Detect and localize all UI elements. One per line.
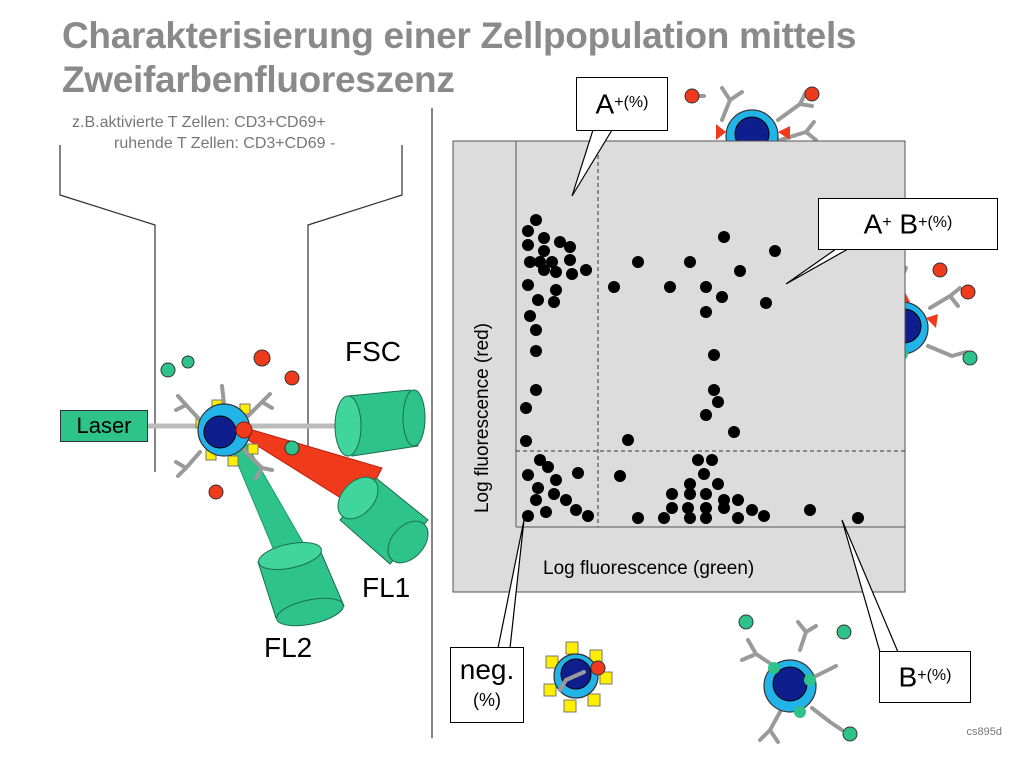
flow-channel	[59, 145, 403, 472]
callout-b-positive-main: B	[898, 661, 918, 693]
callout-b-positive: B+(%)	[879, 651, 971, 703]
callout-a-positive: A+(%)	[576, 77, 668, 131]
subtitle-line-1: z.B.aktivierte T Zellen: CD3+CD69+	[72, 114, 326, 131]
callout-negative-sub: (%)	[473, 690, 501, 710]
callout-a-positive-main: A	[595, 88, 615, 120]
cell-negative	[543, 641, 613, 713]
y-axis-label: Log fluorescence (red)	[472, 322, 493, 514]
callout-ab-positive: A+ B+(%)	[818, 198, 998, 250]
callout-ab-a: A	[863, 208, 883, 240]
title-line-2: Zweifarbenfluoreszenz	[62, 59, 455, 100]
fl1-label: FL1	[362, 572, 411, 603]
fl2-label: FL2	[264, 632, 313, 663]
callout-ab-b: B	[891, 208, 919, 240]
x-axis-label: Log fluorescence (green)	[543, 558, 755, 579]
page-title: Charakterisierung einer Zellpopulation m…	[62, 14, 857, 102]
fl1-detector	[337, 476, 429, 565]
callout-a-positive-sup: +(%)	[614, 94, 649, 111]
laser-label: Laser	[60, 410, 148, 442]
callout-negative: neg. (%)	[450, 647, 524, 723]
scatter-points	[520, 214, 864, 524]
cell-b-positive	[738, 614, 858, 744]
title-line-1: Charakterisierung einer Zellpopulation m…	[62, 15, 857, 56]
callout-negative-main: neg.	[459, 654, 515, 685]
callout-ab-a-sup: +	[882, 214, 892, 231]
cell-in-laser	[160, 349, 300, 500]
footer-code: cs895d	[966, 726, 1002, 738]
fl2-detector	[257, 542, 345, 627]
fsc-detector	[334, 389, 426, 457]
callout-b-positive-sup: +(%)	[917, 667, 952, 684]
fsc-label: FSC	[345, 336, 401, 367]
callout-ab-b-sup: +(%)	[918, 214, 953, 231]
subtitle-line-2: ruhende T Zellen: CD3+CD69 -	[114, 135, 336, 152]
